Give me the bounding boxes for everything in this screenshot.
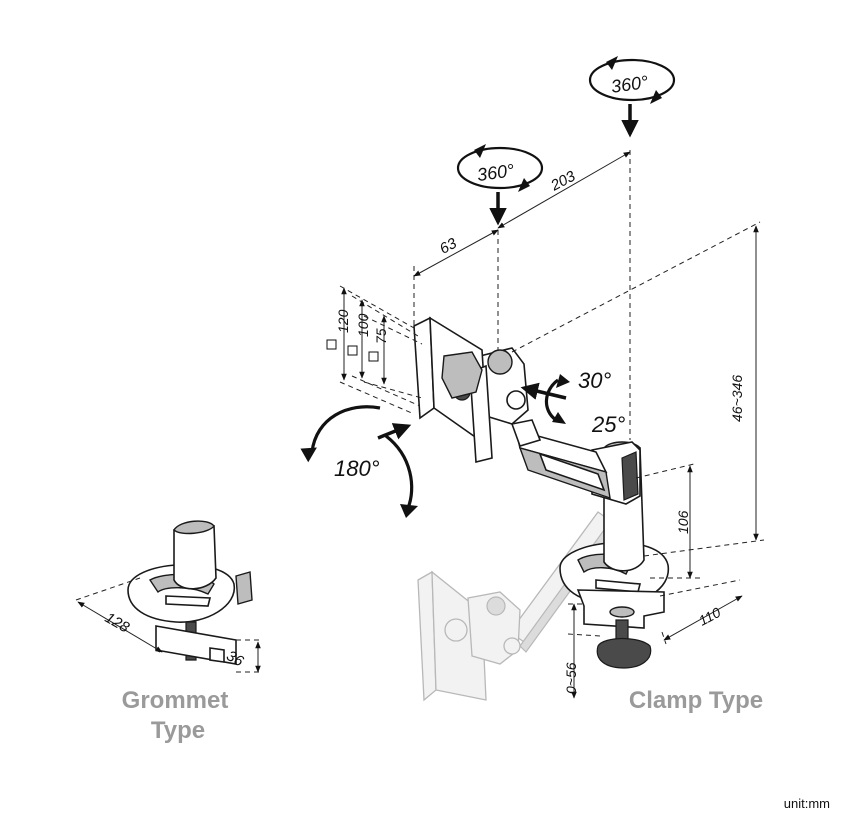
angle-30: 30° <box>578 368 611 393</box>
dim-100: 100 <box>355 313 371 337</box>
swivel-mid-angle: 360° <box>476 160 516 185</box>
grommet-base <box>127 520 253 665</box>
dim-106: 106 <box>675 510 691 534</box>
dim-120: 120 <box>335 309 351 333</box>
dim-110: 110 <box>696 604 723 629</box>
swivel-top-angle: 360° <box>610 72 650 97</box>
clamp-type-arm <box>413 316 669 669</box>
swivel-symbol-top: 360° <box>588 56 676 138</box>
grommet-column <box>173 525 217 590</box>
clamp-knob <box>596 637 652 669</box>
dim-75: 75 <box>373 328 389 344</box>
dim-63: 63 <box>437 235 460 258</box>
rotation-arrows <box>300 374 570 518</box>
clamp-type-label: Clamp Type <box>629 687 763 714</box>
dim-46-346: 46~346 <box>729 375 745 422</box>
grommet-type-label-line1: Grommet <box>122 687 229 714</box>
angle-25: 25° <box>591 412 625 437</box>
dim-0-56: 0~56 <box>563 662 579 694</box>
dimension-lines <box>75 150 765 699</box>
dim-128: 128 <box>102 609 133 637</box>
angle-180: 180° <box>334 456 380 481</box>
dim-36: 36 <box>223 647 247 670</box>
ghost-arm-lowered <box>417 511 613 702</box>
grommet-type-label-line2: Type <box>151 717 205 744</box>
unit-label: unit:mm <box>784 796 830 811</box>
